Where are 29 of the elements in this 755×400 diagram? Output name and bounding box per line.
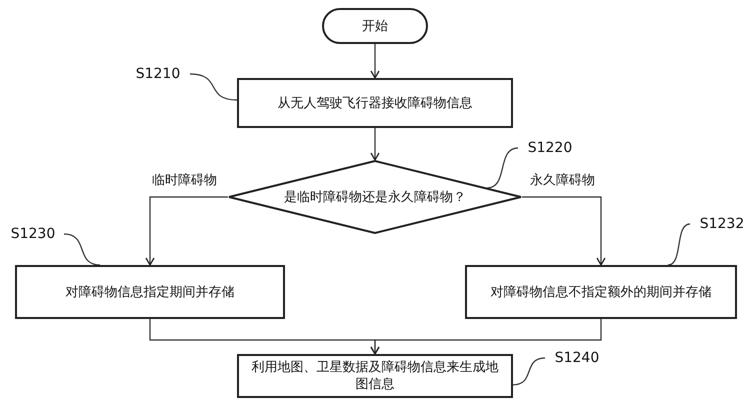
process-box [465, 265, 737, 319]
start-terminal [322, 8, 428, 44]
step-text: 开始 [362, 18, 388, 34]
step-text: 从无人驾驶飞行器接收障碍物信息 [278, 94, 472, 112]
process-box [237, 78, 513, 128]
step-text: 对障碍物信息不指定额外的期间并存储 [490, 284, 712, 300]
leader-line [486, 147, 518, 189]
process-box [237, 354, 513, 398]
step-text: 利用地图、卫星数据及障碍物信息来生成地图信息 [250, 359, 500, 393]
arrow [145, 196, 228, 266]
leader-line [190, 73, 238, 101]
edge-label: 永久障碍物 [528, 174, 597, 187]
leader-line [64, 233, 100, 266]
arrow [370, 319, 602, 355]
step-number: S1240 [554, 351, 600, 365]
process-box [15, 265, 285, 319]
edge-label: 临时障碍物 [150, 174, 219, 187]
step-text: 是临时障碍物还是永久障碍物？ [284, 188, 466, 206]
step-number: S1230 [10, 227, 56, 241]
step-text: 对障碍物信息指定期间并存储 [66, 284, 234, 300]
decision-diamond [228, 160, 522, 234]
leader-line [512, 357, 546, 386]
arrow [370, 44, 380, 79]
arrow [522, 196, 606, 266]
arrow [370, 128, 380, 161]
leader-line [668, 223, 690, 266]
step-number: S1232 [700, 217, 744, 231]
step-number: S1210 [136, 67, 180, 81]
step-number: S1220 [528, 141, 572, 155]
